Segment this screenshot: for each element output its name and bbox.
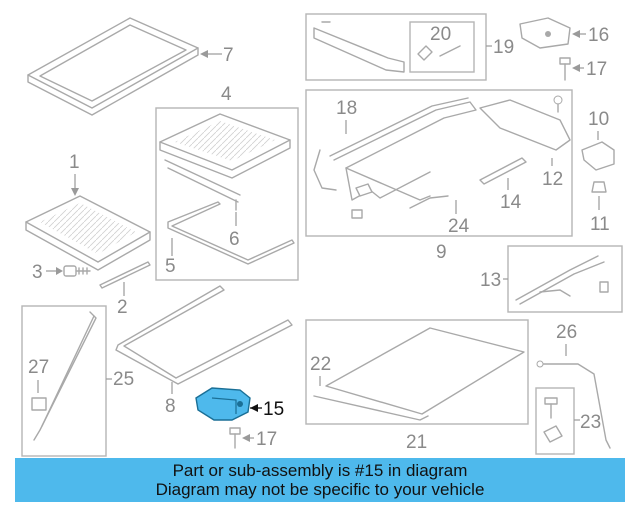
callout-4[interactable]: 4: [221, 84, 232, 105]
part-16-bracket[interactable]: 16: [519, 17, 609, 49]
svg-text:14: 14: [500, 192, 522, 213]
part-8-seal-loop[interactable]: 8: [115, 285, 293, 417]
callout-3[interactable]: 3: [32, 262, 63, 283]
callout-7[interactable]: 7: [200, 45, 234, 66]
callout-25[interactable]: 25: [106, 369, 134, 390]
svg-text:24: 24: [448, 216, 470, 237]
svg-text:9: 9: [436, 242, 447, 263]
svg-text:13: 13: [480, 270, 501, 291]
part-27-clip[interactable]: 27: [28, 357, 49, 411]
part-23-box: [535, 387, 575, 455]
svg-text:8: 8: [165, 396, 176, 417]
part-2-strip[interactable]: 2: [99, 261, 151, 318]
part-26-hose[interactable]: 26: [536, 322, 611, 449]
part-15-motor-highlighted[interactable]: 15: [195, 387, 284, 421]
svg-text:11: 11: [590, 214, 610, 235]
callout-13[interactable]: 13: [480, 270, 508, 291]
svg-text:22: 22: [310, 354, 331, 375]
callout-9[interactable]: 9: [436, 242, 447, 263]
svg-text:10: 10: [588, 109, 609, 130]
callout-20[interactable]: 20: [430, 24, 451, 45]
svg-text:20: 20: [430, 24, 451, 45]
svg-text:2: 2: [117, 297, 128, 318]
svg-text:1: 1: [69, 152, 80, 173]
part-4-assembly-box: [155, 107, 299, 281]
part-19-box: [305, 13, 487, 81]
banner-disclaimer: Diagram may not be specific to your vehi…: [155, 480, 485, 499]
svg-text:23: 23: [580, 412, 601, 433]
part-4-glass[interactable]: [159, 113, 291, 203]
part-25-box: [21, 305, 107, 457]
svg-text:18: 18: [336, 98, 357, 119]
svg-text:16: 16: [588, 25, 609, 46]
part-17-screw-lower[interactable]: 17: [229, 427, 277, 450]
part-12-rail[interactable]: 12: [479, 95, 571, 190]
part-6-seal[interactable]: 6: [229, 199, 240, 250]
svg-text:5: 5: [165, 256, 176, 277]
part-17-screw-upper[interactable]: 17: [559, 57, 607, 81]
part-3-screw[interactable]: [63, 265, 91, 277]
svg-text:4: 4: [221, 84, 232, 105]
callout-19[interactable]: 19: [486, 37, 514, 58]
svg-text:6: 6: [229, 229, 240, 250]
svg-text:15: 15: [263, 399, 284, 420]
callout-22[interactable]: 22: [310, 354, 331, 386]
callout-21[interactable]: 21: [406, 432, 427, 453]
part-18-cable-frame[interactable]: 18: [313, 97, 477, 219]
svg-text:25: 25: [113, 369, 134, 390]
part-21-box: [305, 319, 529, 425]
info-banner: Part or sub-assembly is #15 in diagram D…: [15, 458, 625, 502]
svg-text:7: 7: [223, 45, 234, 66]
svg-text:12: 12: [542, 169, 563, 190]
svg-text:27: 27: [28, 357, 49, 378]
svg-text:21: 21: [406, 432, 427, 453]
callout-23[interactable]: 23: [574, 412, 601, 433]
part-1-glass-panel[interactable]: [25, 195, 151, 271]
part-13-box: [507, 245, 623, 313]
callout-1[interactable]: 1: [69, 152, 80, 196]
svg-text:26: 26: [556, 322, 577, 343]
svg-text:17: 17: [586, 59, 607, 80]
svg-text:19: 19: [493, 37, 514, 58]
svg-text:17: 17: [256, 429, 277, 450]
part-9-box: [305, 89, 573, 237]
svg-text:3: 3: [32, 262, 43, 283]
part-10-cover[interactable]: 10: [581, 109, 615, 171]
part-11-clip[interactable]: 11: [590, 181, 610, 235]
part-5-frame[interactable]: 5: [165, 201, 295, 277]
banner-part-note: Part or sub-assembly is #15 in diagram: [172, 461, 468, 480]
part-7-glass-panel[interactable]: [27, 17, 199, 116]
part-24-cable[interactable]: 24: [409, 195, 470, 237]
part-14-strip[interactable]: 14: [479, 157, 527, 213]
